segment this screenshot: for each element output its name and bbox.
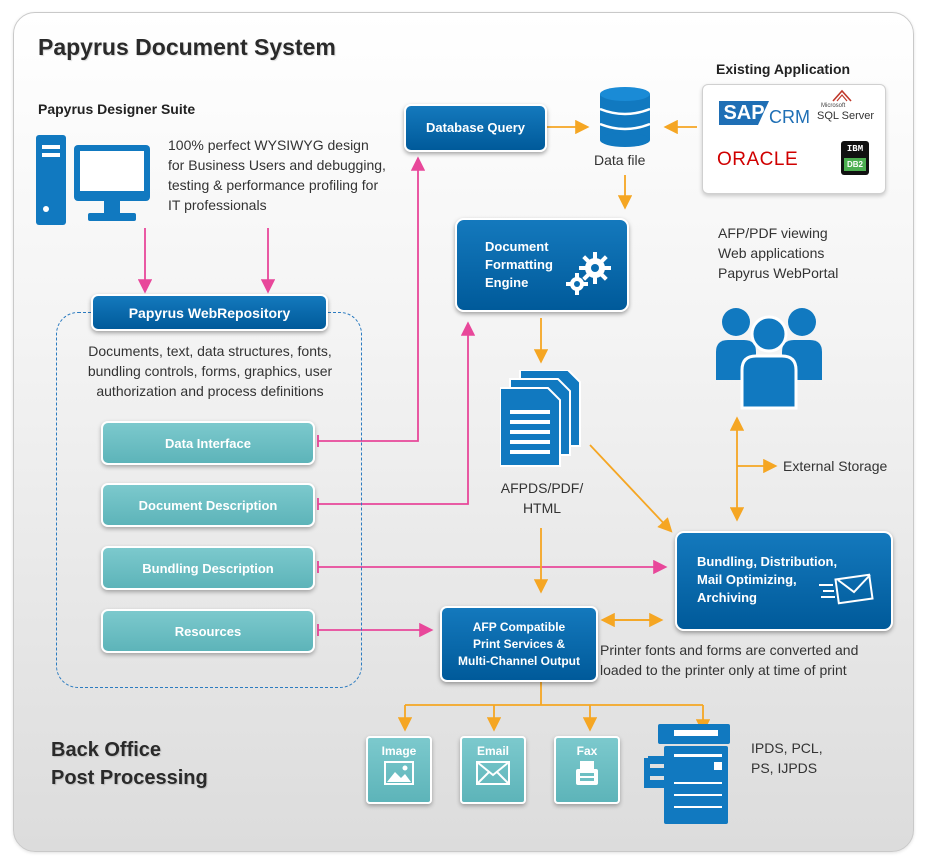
ibm-db2-logo: IBM DB2 <box>841 141 869 175</box>
repository-description: Documents, text, data structures, fonts,… <box>87 343 333 399</box>
database-icon <box>599 87 651 147</box>
viewing-description: AFP/PDF viewing Web applications Papyrus… <box>718 225 839 281</box>
afpds-label: AFPDS/PDF/ HTML <box>500 480 584 516</box>
existing-application-logos: SAP CRM Microsoft SQL Server ORACLE IBM … <box>702 84 886 194</box>
oracle-logo: ORACLE <box>717 149 799 170</box>
document-description-box: Document Description <box>101 483 315 527</box>
sql-server-icon <box>832 89 852 102</box>
data-interface-box: Data Interface <box>101 421 315 465</box>
sql-microsoft-label: Microsoft <box>821 103 846 109</box>
printer-formats-label: IPDS, PCL, PS, IJPDS <box>751 740 823 776</box>
users-group-icon <box>716 308 822 410</box>
arrow-docdesc-engine <box>318 321 476 505</box>
database-query-box: Database Query <box>404 104 547 152</box>
printer-note: Printer fonts and forms are converted an… <box>600 642 859 678</box>
formatting-engine-box: Document Formatting Engine <box>455 218 629 312</box>
image-icon <box>384 761 414 785</box>
documents-stack-icon <box>500 370 581 467</box>
sap-logo: SAP <box>719 101 769 125</box>
image-output-tile: Image <box>366 736 432 804</box>
designer-suite-label: Papyrus Designer Suite <box>38 101 196 117</box>
external-storage-label: External Storage <box>783 458 888 474</box>
resources-box: Resources <box>101 609 315 653</box>
afp-print-services-box: AFP Compatible Print Services & Multi-Ch… <box>440 606 598 682</box>
gears-icon <box>566 252 611 295</box>
data-file-label: Data file <box>594 152 646 168</box>
envelope-icon <box>476 761 510 785</box>
fax-output-tile: Fax <box>554 736 620 804</box>
webrepository-box: Papyrus WebRepository <box>91 294 328 331</box>
desktop-computer-icon <box>36 135 150 225</box>
fax-icon <box>576 761 598 785</box>
arrow-afpds-bundling <box>589 444 673 533</box>
email-output-tile: Email <box>460 736 526 804</box>
crm-label: CRM <box>769 107 810 127</box>
printer-icon <box>644 724 730 824</box>
page-title: Papyrus Document System <box>38 34 336 60</box>
bundling-distribution-box: Bundling, Distribution, Mail Optimizing,… <box>675 531 893 631</box>
arrow-data-interface-query <box>318 156 426 442</box>
back-office-title: Back Office Post Processing <box>51 739 208 789</box>
sql-server-label: SQL Server <box>817 110 875 122</box>
designer-description: 100% perfect WYSIWYG design for Business… <box>168 137 386 213</box>
existing-application-label: Existing Application <box>716 61 851 77</box>
bundling-description-box: Bundling Description <box>101 546 315 590</box>
mail-send-icon <box>819 573 874 605</box>
